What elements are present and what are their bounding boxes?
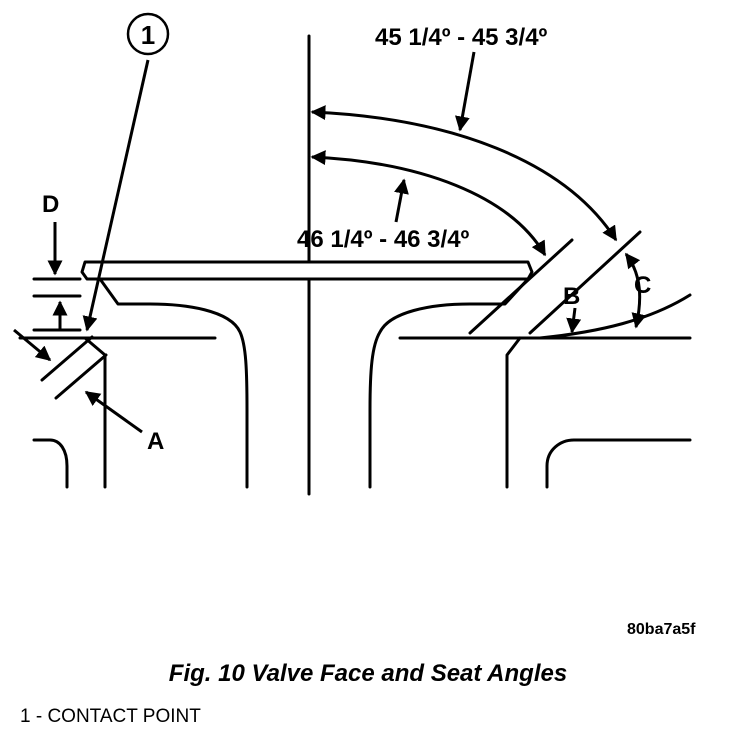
callout-circle — [126, 12, 170, 56]
figure-code: 80ba7a5f — [627, 621, 696, 638]
figure-caption: Fig. 10 Valve Face and Seat Angles — [168, 660, 568, 687]
angle-label-inner: 46 1/4º - 46 3/4º — [297, 226, 470, 253]
angle-arc-outer — [310, 105, 618, 242]
arrow-inner-label — [394, 178, 409, 223]
valve-head — [80, 260, 534, 281]
valve-face-left — [98, 277, 249, 489]
valve-face-right — [368, 277, 530, 489]
arc-c — [624, 252, 647, 329]
arrow-a — [84, 390, 143, 434]
seat-right-edge — [505, 336, 522, 489]
angle-label-outer: 45 1/4º - 45 3/4º — [375, 24, 548, 51]
port-right — [545, 438, 692, 489]
angle-arc-inner — [310, 150, 547, 257]
label-a: A — [147, 428, 164, 455]
label-d: D — [42, 191, 59, 218]
valve-diagram: 1 45 1/4º - 45 3/4º 46 1/4º - 46 3/4º A … — [13, 12, 696, 638]
port-left — [32, 438, 69, 489]
arrow-outer-label — [455, 51, 476, 132]
label-b: B — [563, 283, 580, 310]
seat-curve — [538, 293, 692, 340]
arrow-left-face — [13, 328, 52, 362]
seat-left-line — [40, 335, 94, 382]
legend-item: 1 - CONTACT POINT — [20, 706, 201, 727]
seat-left — [18, 336, 107, 489]
seat-left-line-2 — [54, 353, 108, 400]
callout-number: 1 — [141, 20, 155, 50]
face-angle-line — [468, 238, 574, 335]
callout-leader — [82, 59, 150, 332]
seat-angle-line — [528, 230, 642, 335]
label-c: C — [634, 272, 651, 299]
arrow-b — [566, 307, 582, 334]
